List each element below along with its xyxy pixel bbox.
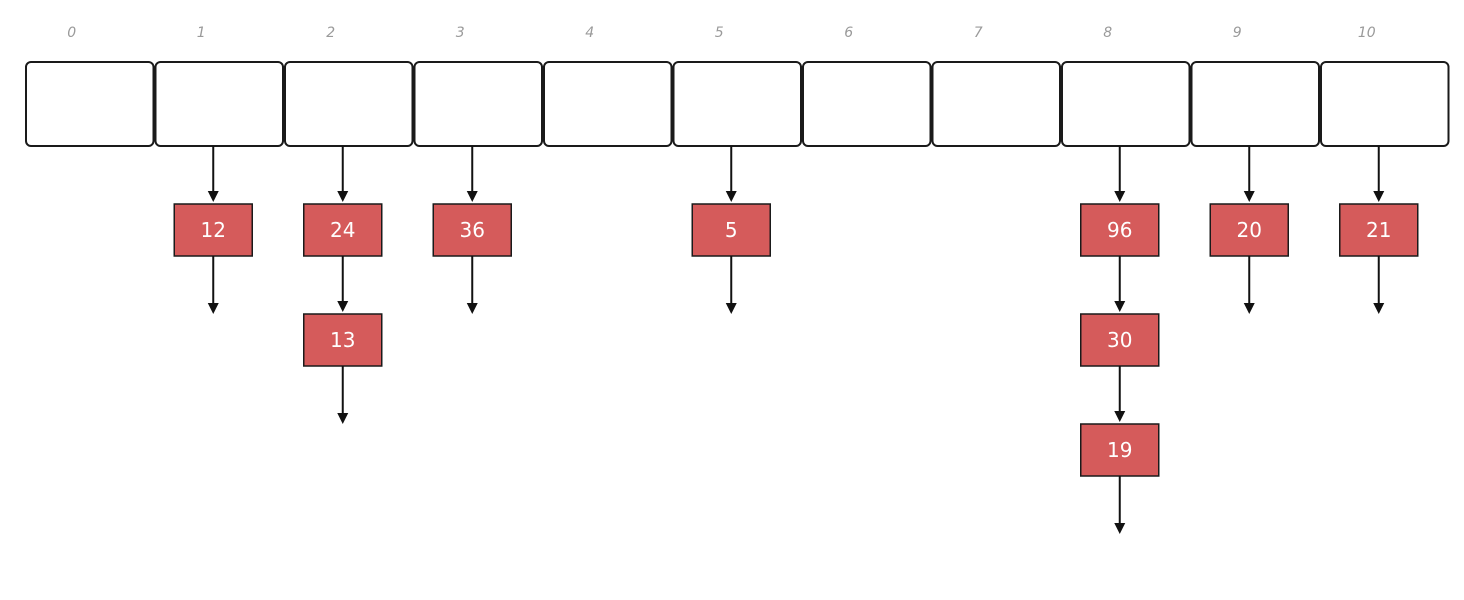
chain-node-box: [691, 203, 771, 257]
bucket-index-labels: 0 1 2 3 4 5 6 7 8 9 10: [67, 25, 1375, 41]
bucket-index-label: 8: [1103, 25, 1112, 41]
chain-node-box: [1080, 313, 1160, 367]
chain-node: 19: [1080, 423, 1160, 477]
arrow-head: [1114, 301, 1126, 312]
chain-node-value: 21: [1366, 218, 1391, 242]
chain-node-box: [1209, 203, 1289, 257]
arrow-head: [337, 191, 349, 202]
bucket-cell-9: [1190, 61, 1320, 147]
chain-node-value: 5: [725, 218, 738, 242]
chain-node: 12: [173, 203, 253, 257]
arrow-head: [1114, 191, 1126, 202]
bucket-cell-3: [413, 61, 543, 147]
bucket-array: [25, 61, 1450, 147]
chain-node-value: 24: [330, 218, 355, 242]
bucket-cell-5: [672, 61, 802, 147]
arrow-head: [207, 303, 219, 314]
arrow-head: [1373, 303, 1385, 314]
chain-node-value: 13: [330, 328, 355, 352]
bucket-index-label: 2: [326, 25, 335, 41]
chain-node-value: 19: [1107, 438, 1132, 462]
null-pointer-arrow: [1373, 256, 1385, 314]
bucket-cell-4: [543, 61, 673, 147]
bucket-cell-10: [1320, 61, 1450, 147]
arrow-head: [207, 191, 219, 202]
chain-node-box: [303, 313, 383, 367]
null-pointer-arrow: [725, 256, 737, 314]
bucket-3-head-arrow: [466, 146, 478, 202]
bucket-9-head-arrow: [1243, 146, 1255, 202]
chain-node: 36: [432, 203, 512, 257]
bucket-cell-8: [1061, 61, 1191, 147]
next-pointer-arrow: [337, 256, 349, 312]
null-pointer-arrow: [1114, 476, 1126, 534]
bucket-cell-0: [25, 61, 155, 147]
arrow-head: [725, 303, 737, 314]
chain-node: 20: [1209, 203, 1289, 257]
bucket-cell-1: [154, 61, 284, 147]
arrow-head: [337, 413, 349, 424]
chain-node-box: [1339, 203, 1419, 257]
null-pointer-arrow: [207, 256, 219, 314]
chain-node-value: 36: [460, 218, 485, 242]
chain-node-box: [1080, 423, 1160, 477]
bucket-index-label: 1: [197, 25, 206, 41]
arrow-head: [337, 301, 349, 312]
arrow-head: [1243, 191, 1255, 202]
bucket-index-label: 5: [715, 25, 724, 41]
chain-node-value: 30: [1107, 328, 1132, 352]
chain-node: 21: [1339, 203, 1419, 257]
bucket-1-head-arrow: [207, 146, 219, 202]
chain-node-value: 12: [201, 218, 226, 242]
chain-node: 13: [303, 313, 383, 367]
null-pointer-arrow: [1243, 256, 1255, 314]
chain-node: 96: [1080, 203, 1160, 257]
bucket-2-head-arrow: [337, 146, 349, 202]
bucket-cell-7: [931, 61, 1061, 147]
bucket-index-label: 3: [456, 25, 465, 41]
chain-node: 5: [691, 203, 771, 257]
bucket-cell-6: [802, 61, 932, 147]
bucket-index-label: 4: [585, 25, 594, 41]
bucket-10-head-arrow: [1373, 146, 1385, 202]
bucket-index-label: 7: [974, 25, 983, 41]
chain-node: 30: [1080, 313, 1160, 367]
bucket-index-label: 10: [1358, 25, 1376, 41]
chain-node-box: [1080, 203, 1160, 257]
next-pointer-arrow: [1114, 366, 1126, 422]
bucket-cell-2: [284, 61, 414, 147]
bucket-index-label: 0: [67, 25, 76, 41]
chain-node-value: 96: [1107, 218, 1132, 242]
arrow-head: [1114, 411, 1126, 422]
bucket-8-head-arrow: [1114, 146, 1126, 202]
arrow-head: [466, 303, 478, 314]
chain-node: 24: [303, 203, 383, 257]
chain-node-box: [303, 203, 383, 257]
bucket-index-label: 6: [844, 25, 853, 41]
arrow-head: [1243, 303, 1255, 314]
bucket-5-head-arrow: [725, 146, 737, 202]
next-pointer-arrow: [1114, 256, 1126, 312]
arrow-head: [725, 191, 737, 202]
chain-node-value: 20: [1237, 218, 1262, 242]
arrow-head: [1114, 523, 1126, 534]
null-pointer-arrow: [466, 256, 478, 314]
null-pointer-arrow: [337, 366, 349, 424]
bucket-index-label: 9: [1233, 25, 1242, 41]
bucket-chains: 12 24 13 36 5 96 30 19 20 21: [173, 146, 1419, 534]
arrow-head: [466, 191, 478, 202]
arrow-head: [1373, 191, 1385, 202]
